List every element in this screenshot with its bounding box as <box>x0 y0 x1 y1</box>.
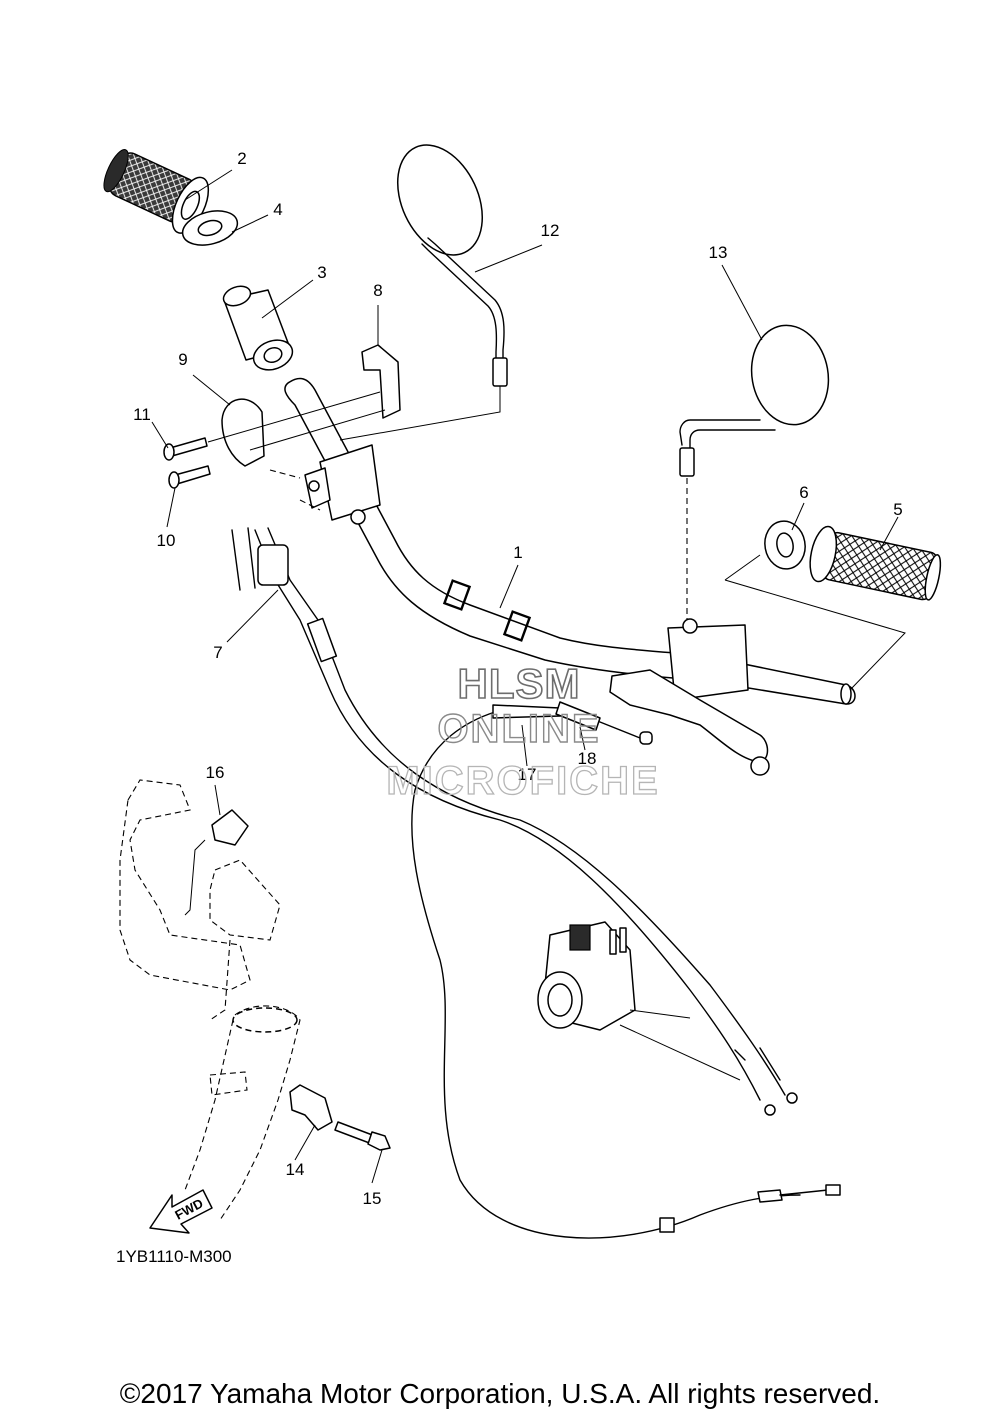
callout-10: 10 <box>157 531 176 550</box>
callout-numbers: 1 2 3 4 5 6 7 8 9 10 11 12 13 14 15 16 1… <box>133 149 903 1208</box>
left-mirror <box>396 144 508 400</box>
screw-11 <box>163 437 208 461</box>
callout-3: 3 <box>317 263 326 282</box>
spacer <box>724 520 906 691</box>
holder-clip <box>289 1084 333 1131</box>
cable-guide <box>184 809 249 916</box>
choke-cable <box>411 701 801 1239</box>
callout-16: 16 <box>206 763 225 782</box>
washer <box>181 210 239 246</box>
bracket <box>119 779 281 1021</box>
callout-2: 2 <box>237 149 246 168</box>
callout-17: 17 <box>518 765 537 784</box>
throttle-sleeve <box>222 285 294 371</box>
callout-4: 4 <box>273 200 282 219</box>
bolt <box>334 1121 391 1151</box>
diagram-code: 1YB1110-M300 <box>116 1247 232 1266</box>
watermark: HLSM ONLINE MICROFICHE <box>386 659 659 803</box>
callout-8: 8 <box>373 281 382 300</box>
callout-12: 12 <box>541 221 560 240</box>
right-mirror <box>679 324 830 620</box>
throttle-body <box>537 921 798 1116</box>
watermark-line-3: MICROFICHE <box>386 759 659 803</box>
watermark-line-2: ONLINE <box>437 707 600 751</box>
leader-lines <box>151 169 899 1184</box>
callout-13: 13 <box>709 243 728 262</box>
callout-14: 14 <box>286 1160 305 1179</box>
right-grip <box>809 525 942 601</box>
clamp <box>361 344 401 419</box>
fork-holder <box>184 1005 301 1221</box>
callout-6: 6 <box>799 483 808 502</box>
cable-end <box>659 1184 841 1233</box>
screw-10 <box>168 465 211 489</box>
callout-11: 11 <box>133 405 151 424</box>
left-clamp-housing <box>269 398 501 525</box>
callout-7: 7 <box>213 643 222 662</box>
right-clamp-and-lever <box>609 618 770 776</box>
callout-5: 5 <box>893 500 902 519</box>
copyright-notice: ©2017 Yamaha Motor Corporation, U.S.A. A… <box>119 1378 881 1409</box>
throttle-cables <box>231 527 786 1101</box>
callout-1: 1 <box>513 543 522 562</box>
holder <box>207 391 386 467</box>
callout-15: 15 <box>363 1189 382 1208</box>
callout-9: 9 <box>178 350 187 369</box>
fwd-arrow: FWD <box>149 1189 213 1234</box>
watermark-line-1: HLSM <box>458 660 581 707</box>
handlebar <box>284 377 856 705</box>
callout-18: 18 <box>578 749 597 768</box>
